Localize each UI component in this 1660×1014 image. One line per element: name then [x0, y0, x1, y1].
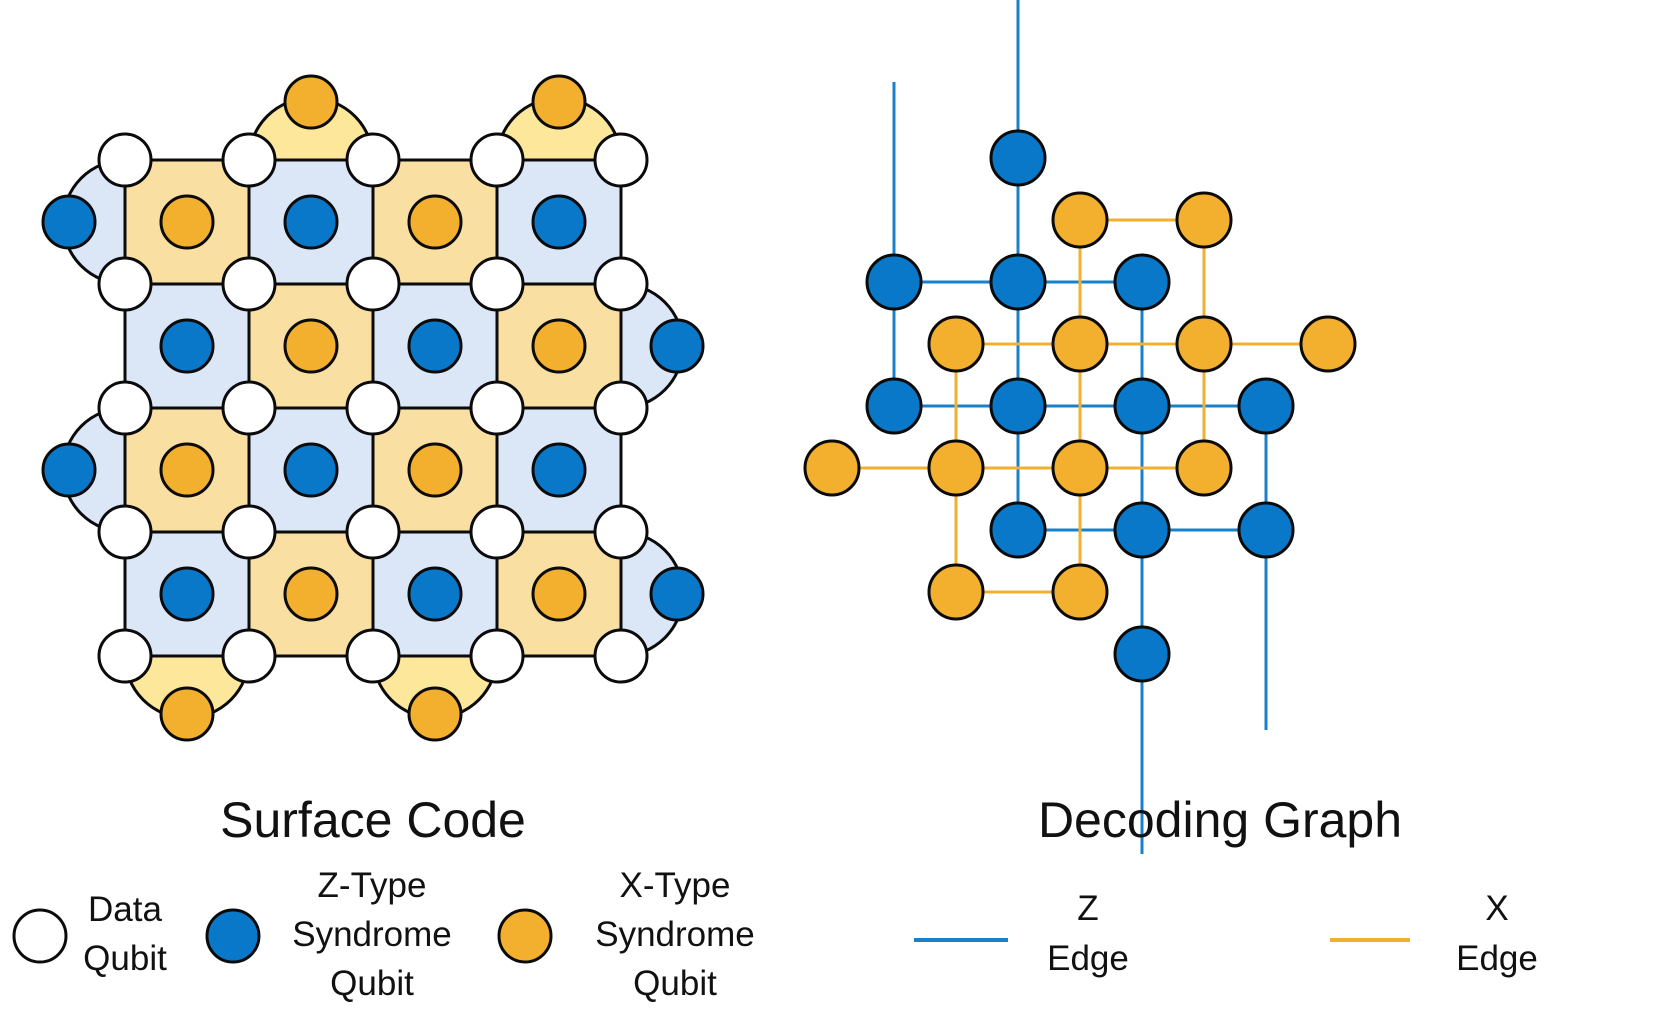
data-qubit	[97, 380, 153, 436]
x-syndrome-qubit	[159, 686, 215, 742]
data-qubit	[469, 628, 525, 684]
x-syndrome-qubit	[407, 194, 463, 250]
x-syndrome-qubit	[159, 194, 215, 250]
z-syndrome-qubit	[531, 194, 587, 250]
z-syndrome-qubit	[283, 442, 339, 498]
z-syndrome-qubit	[649, 318, 705, 374]
decoding-graph-nodes	[803, 129, 1357, 683]
data-qubit	[593, 628, 649, 684]
data-qubit	[345, 132, 401, 188]
data-qubit	[345, 628, 401, 684]
x-syndrome-qubit	[531, 566, 587, 622]
z-syndrome-node	[865, 253, 923, 311]
data-qubit	[593, 256, 649, 312]
data-qubit	[221, 132, 277, 188]
x-edge-legend-line-1: X	[1485, 889, 1508, 928]
x-syndrome-legend-icon	[497, 908, 553, 964]
x-plaquette	[495, 282, 623, 410]
z-syndrome-qubit	[649, 566, 705, 622]
x-syndrome-node	[1051, 315, 1109, 373]
z-syndrome-node	[989, 253, 1047, 311]
z-syndrome-qubit	[159, 318, 215, 374]
x-syndrome-qubit	[531, 318, 587, 374]
z-syndrome-node	[1113, 377, 1171, 435]
z-syndrome-qubit	[407, 566, 463, 622]
data-qubit	[469, 380, 525, 436]
z-syndrome-node	[1113, 253, 1171, 311]
z-syndrome-node	[1113, 501, 1171, 559]
z-syndrome-qubit	[531, 442, 587, 498]
x-syndrome-node	[1175, 439, 1233, 497]
z-syndrome-node	[989, 377, 1047, 435]
data-qubit	[221, 504, 277, 560]
z-syndrome-node	[1237, 501, 1295, 559]
x-syndrome-node	[1051, 191, 1109, 249]
x-syndrome-legend-line-3: Qubit	[633, 964, 717, 1003]
data-qubit-legend-icon	[12, 908, 68, 964]
data-qubit	[593, 380, 649, 436]
data-qubit	[221, 628, 277, 684]
data-qubit	[469, 504, 525, 560]
z-syndrome-legend-line-1: Z-Type	[318, 866, 427, 905]
data-qubit	[97, 628, 153, 684]
surface-code-title: Surface Code	[220, 792, 526, 848]
data-qubit	[221, 380, 277, 436]
data-qubit	[97, 504, 153, 560]
x-syndrome-node	[1175, 315, 1233, 373]
z-syndrome-qubit	[283, 194, 339, 250]
surface-code-syndrome-qubits	[41, 74, 705, 742]
data-qubit	[469, 256, 525, 312]
x-edge-legend-line-2: Edge	[1456, 939, 1538, 978]
data-qubit	[97, 132, 153, 188]
data-qubit	[469, 132, 525, 188]
z-syndrome-qubit	[159, 566, 215, 622]
data-qubit	[345, 504, 401, 560]
x-syndrome-node	[1299, 315, 1357, 373]
surface-code-data-qubits	[97, 132, 649, 684]
data-qubit-legend-line-1: Data	[88, 890, 162, 929]
x-syndrome-qubit	[283, 74, 339, 130]
x-syndrome-node	[803, 439, 861, 497]
z-syndrome-qubit	[41, 194, 97, 250]
z-syndrome-qubit	[41, 442, 97, 498]
x-syndrome-node	[927, 439, 985, 497]
z-syndrome-node	[989, 129, 1047, 187]
x-syndrome-node	[1051, 439, 1109, 497]
z-syndrome-node	[1237, 377, 1295, 435]
z-syndrome-node	[1113, 625, 1171, 683]
x-syndrome-node	[1051, 563, 1109, 621]
decoding-graph-legend: Z Edge X Edge	[914, 889, 1538, 978]
z-syndrome-legend-icon	[205, 908, 261, 964]
data-qubit	[221, 256, 277, 312]
z-syndrome-legend-line-2: Syndrome	[292, 915, 452, 954]
x-syndrome-node	[1175, 191, 1233, 249]
x-plaquette	[247, 530, 375, 658]
data-qubit	[593, 504, 649, 560]
x-syndrome-qubit	[159, 442, 215, 498]
x-syndrome-node	[927, 563, 985, 621]
data-qubit	[345, 256, 401, 312]
decoding-graph-title: Decoding Graph	[1038, 792, 1402, 848]
z-edge-legend-line-2: Edge	[1047, 939, 1129, 978]
data-qubit	[97, 256, 153, 312]
x-syndrome-qubit	[407, 686, 463, 742]
z-syndrome-node	[989, 501, 1047, 559]
z-syndrome-qubit	[407, 318, 463, 374]
x-syndrome-node	[927, 315, 985, 373]
z-syndrome-legend-line-3: Qubit	[330, 964, 414, 1003]
data-qubit	[345, 380, 401, 436]
x-syndrome-qubit	[283, 318, 339, 374]
x-syndrome-qubit	[283, 566, 339, 622]
x-syndrome-qubit	[407, 442, 463, 498]
x-syndrome-legend-line-2: Syndrome	[595, 915, 755, 954]
data-qubit-legend-line-2: Qubit	[83, 939, 167, 978]
x-syndrome-legend-line-1: X-Type	[620, 866, 731, 905]
x-syndrome-qubit	[531, 74, 587, 130]
z-edge-legend-line-1: Z	[1077, 889, 1098, 928]
data-qubit	[593, 132, 649, 188]
surface-code-legend: Data Qubit Z-Type Syndrome Qubit X-Type …	[12, 866, 755, 1003]
z-syndrome-node	[865, 377, 923, 435]
